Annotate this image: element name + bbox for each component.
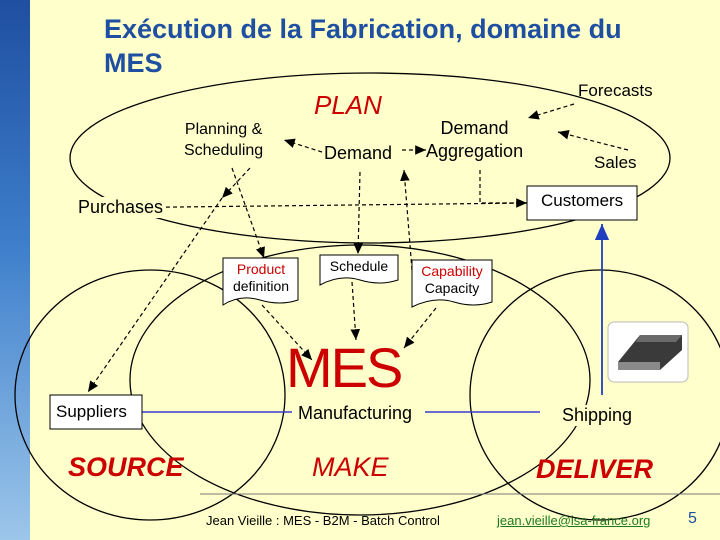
planning-scheduling-label: Planning & Scheduling [184,121,264,159]
page-title: Exécution de la Fabrication, domaine du … [104,14,622,78]
schedule-label: Schedule [329,258,389,274]
forecasts-label: Forecasts [578,81,653,100]
demand-label: Demand [324,143,393,163]
footer-email-link[interactable]: jean.vieille@isa-france.org [497,513,651,528]
plan-ellipse [69,72,671,244]
page-number: 5 [688,510,697,527]
source-label: SOURCE [68,452,184,482]
mes-label: MES [286,336,403,399]
deliver-ellipse [469,269,720,521]
purchases-label: Purchases [78,197,164,218]
source-ellipse [14,269,286,521]
footer-text: Jean Vieille : MES - B2M - Batch Control [206,513,440,528]
manufacturing-label: Manufacturing [298,403,413,424]
capability-label: Capability Capacity [421,263,483,296]
customers-label: Customers [541,191,624,210]
make-label: MAKE [312,452,389,482]
sales-label: Sales [594,153,637,172]
product-definition-doc [222,257,299,306]
plan-label: PLAN [314,90,382,120]
capability-doc [411,259,493,308]
suppliers-box [49,394,143,430]
shipping-label: Shipping [562,405,633,426]
schedule-doc [319,254,399,286]
customers-box [526,185,638,221]
deliver-label: DELIVER [536,454,654,484]
suppliers-label: Suppliers [56,402,127,421]
product-definition-label: Product definition [232,261,290,294]
sidebar-gradient [0,0,30,540]
demand-aggregation-label: Demand Aggregation [426,118,524,161]
printer-image [607,321,689,383]
